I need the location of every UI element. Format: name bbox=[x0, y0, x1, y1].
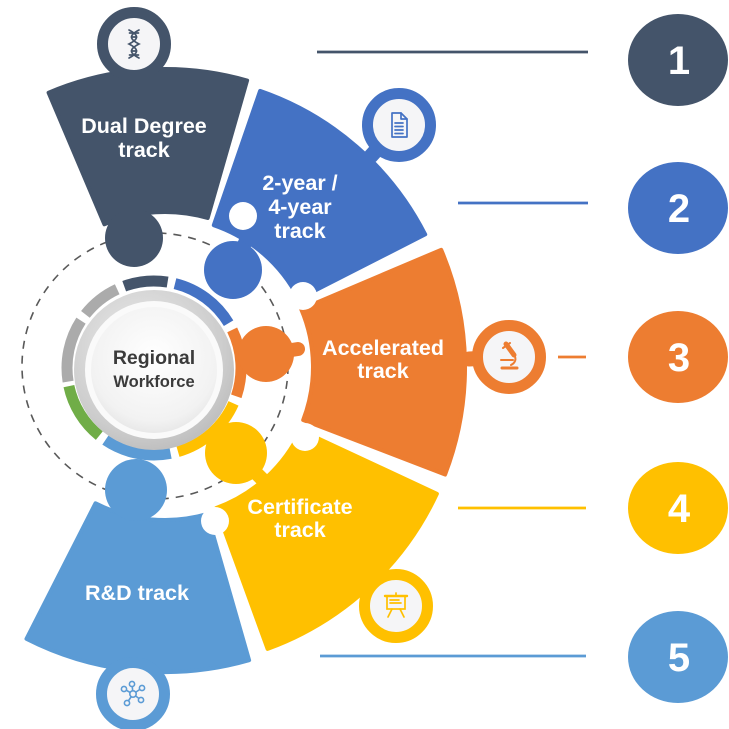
inner-knob-3 bbox=[238, 326, 294, 382]
step-badges: 1 2 3 4 5 bbox=[628, 14, 728, 703]
notch-1 bbox=[229, 202, 257, 230]
ring-segment-gray-topleft bbox=[81, 284, 120, 318]
inner-knob-4 bbox=[205, 422, 267, 484]
inner-knobs bbox=[105, 209, 294, 521]
label-certificate-1: Certificate bbox=[247, 495, 352, 519]
inner-knob-5 bbox=[105, 459, 167, 521]
step-3-badge bbox=[628, 311, 728, 403]
ring-segment-blue bbox=[173, 278, 234, 327]
ring-segment-green bbox=[63, 384, 103, 440]
notch-2 bbox=[289, 282, 317, 310]
hub-label-line2: Workforce bbox=[113, 373, 194, 391]
notch-3 bbox=[291, 423, 319, 451]
ring-segment-yellow bbox=[176, 401, 239, 457]
inner-knob-2 bbox=[204, 241, 262, 299]
microscope-icon bbox=[500, 341, 519, 370]
label-accelerated-1: Accelerated bbox=[322, 336, 444, 360]
label-2year-1: 2-year / bbox=[262, 171, 337, 195]
label-dual-degree-1: Dual Degree bbox=[81, 114, 207, 138]
step-5-number: 5 bbox=[668, 636, 690, 680]
hub-label-line1: Regional bbox=[113, 347, 195, 369]
step-2-number: 2 bbox=[668, 187, 690, 231]
wedge-2year-4year bbox=[211, 88, 428, 301]
presentation-icon bbox=[383, 592, 409, 618]
wedge-rd bbox=[24, 501, 252, 675]
ring-segment-lightblue bbox=[102, 435, 172, 461]
wedge-labels: Dual Degree track 2-year / 4-year track … bbox=[81, 114, 444, 605]
label-2year-3: track bbox=[274, 219, 325, 243]
dna-icon bbox=[127, 29, 141, 59]
step-1-number: 1 bbox=[668, 39, 690, 83]
notch-4 bbox=[201, 507, 229, 535]
label-2year-2: 4-year bbox=[268, 195, 332, 219]
step-5-badge bbox=[628, 611, 728, 703]
step-2-badge bbox=[628, 162, 728, 254]
label-certificate-2: track bbox=[274, 518, 325, 542]
wedge-certificate bbox=[214, 428, 439, 651]
label-accelerated-2: track bbox=[357, 359, 408, 383]
step-3-number: 3 bbox=[668, 336, 690, 380]
hub-circle: Regional Workforce bbox=[74, 290, 234, 450]
icon-ball-4 bbox=[359, 569, 433, 643]
document-icon bbox=[391, 112, 408, 138]
ring-segment-gray-left bbox=[61, 317, 86, 383]
puzzle-notches bbox=[201, 202, 319, 535]
hub-inner-disc bbox=[91, 307, 217, 433]
label-rd: R&D track bbox=[85, 581, 189, 605]
step-1-badge bbox=[628, 14, 728, 106]
label-dual-degree-2: track bbox=[118, 138, 169, 162]
molecule-icon bbox=[120, 680, 146, 707]
icon-ball-1 bbox=[97, 7, 171, 81]
icon-balls bbox=[96, 7, 546, 729]
wedge-accelerated bbox=[299, 247, 467, 477]
icon-ball-2 bbox=[362, 88, 436, 162]
inner-knob-1 bbox=[105, 209, 163, 267]
puzzle-wedges bbox=[24, 66, 467, 675]
step-4-badge bbox=[628, 462, 728, 554]
icon-ball-3 bbox=[472, 320, 546, 394]
step-4-number: 4 bbox=[668, 487, 691, 531]
hub-color-ring bbox=[61, 275, 247, 461]
connector-lines bbox=[317, 50, 588, 658]
ring-segment-navy bbox=[122, 275, 169, 292]
